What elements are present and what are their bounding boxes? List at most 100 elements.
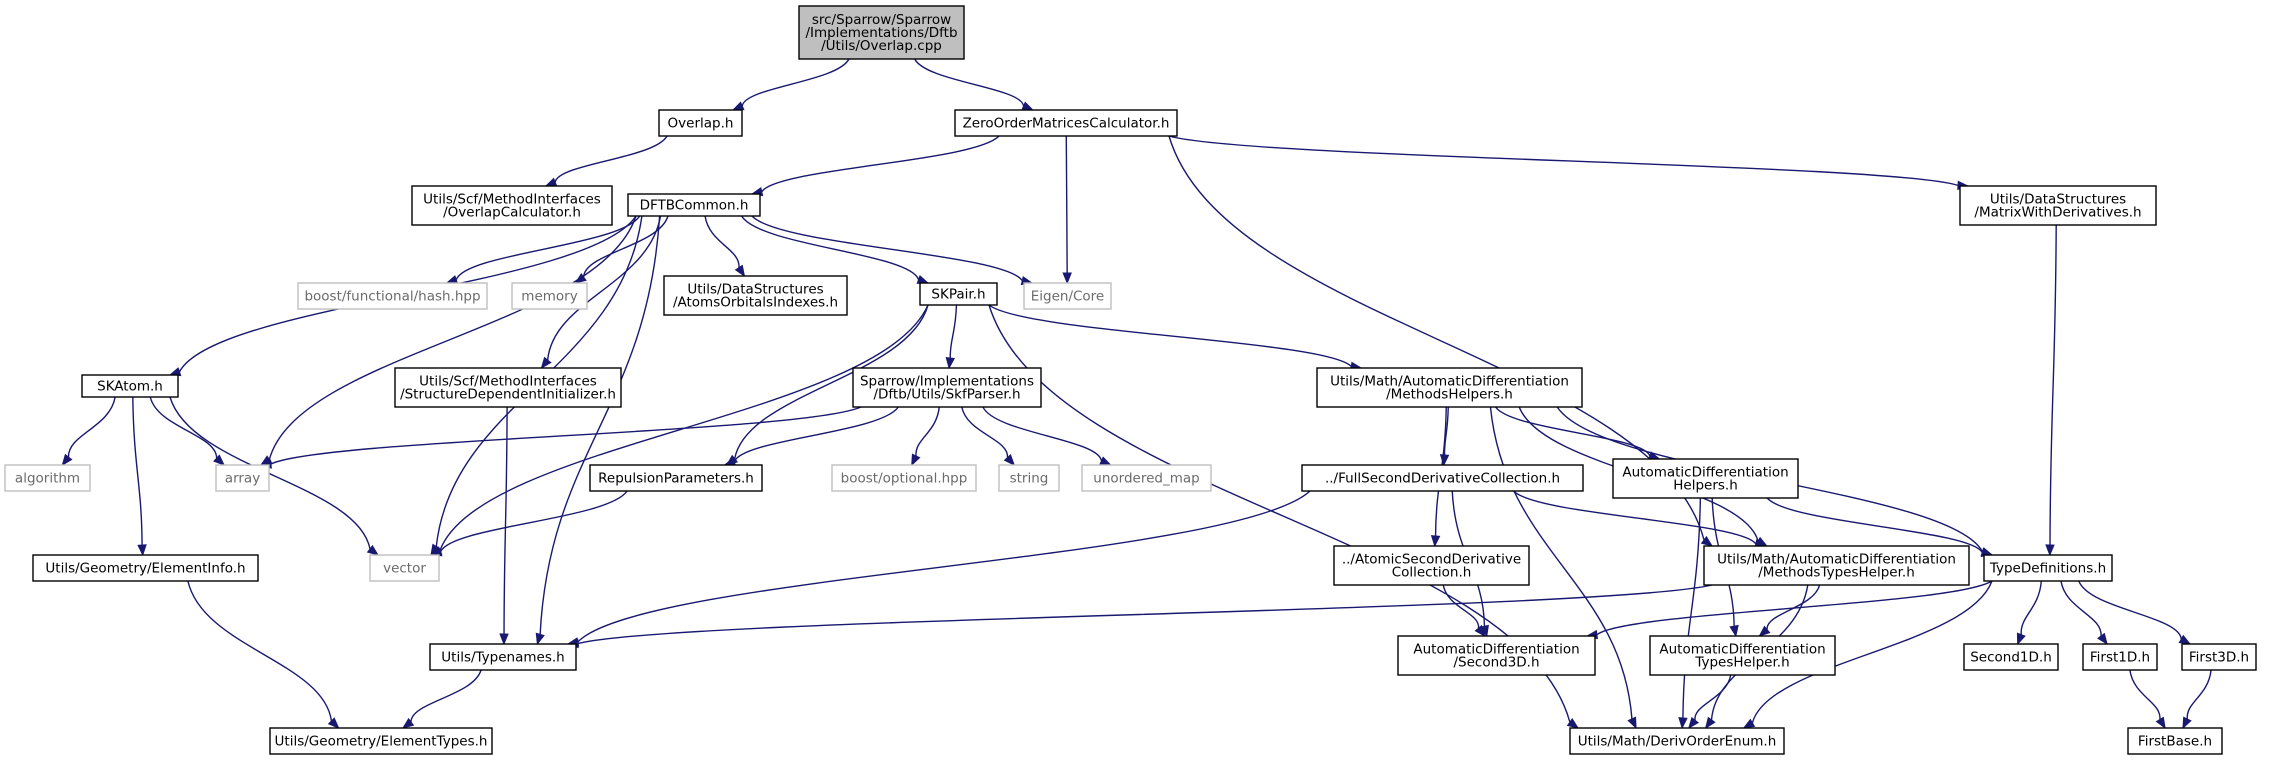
header-node[interactable]: Sparrow/Implementations/Dftb/Utils/SkfPa… xyxy=(852,367,1042,408)
node-label: AutomaticDifferentiation xyxy=(1659,642,1825,658)
edge-line xyxy=(268,215,637,460)
include-edge xyxy=(1678,497,1702,730)
header-node[interactable]: Utils/Math/DerivOrderEnum.h xyxy=(1569,727,1785,755)
edge-line xyxy=(410,669,482,723)
edge-line xyxy=(1065,135,1068,274)
header-node[interactable]: Utils/DataStructures/AtomsOrbitalsIndexe… xyxy=(663,275,848,316)
root-node[interactable]: src/Sparrow/Sparrow/Implementations/Dftb… xyxy=(798,5,965,60)
header-node[interactable]: DFTBCommon.h xyxy=(627,193,761,217)
arrowhead xyxy=(1729,624,1739,638)
header-node[interactable]: First1D.h xyxy=(2082,643,2158,671)
node-box xyxy=(589,464,763,492)
node-box xyxy=(4,464,91,492)
header-node[interactable]: Utils/Geometry/ElementTypes.h xyxy=(269,727,493,755)
node-box xyxy=(369,554,440,582)
node-label: /Dftb/Utils/SkfParser.h xyxy=(873,387,1020,403)
external-header-node: array xyxy=(215,464,270,492)
edge-line xyxy=(914,58,1025,107)
node-label: TypesHelper.h xyxy=(1694,655,1789,671)
arrowhead xyxy=(945,357,955,370)
header-node[interactable]: Utils/Geometry/ElementInfo.h xyxy=(32,554,259,582)
include-edge xyxy=(445,215,641,285)
node-label: Utils/Geometry/ElementTypes.h xyxy=(275,734,488,750)
include-edge xyxy=(911,406,940,467)
edge-line xyxy=(2186,669,2212,720)
edges-layer xyxy=(61,58,2212,730)
edge-line xyxy=(949,304,958,359)
include-edge xyxy=(2182,669,2212,730)
arrowhead xyxy=(366,544,380,556)
node-box xyxy=(658,109,743,137)
external-header-node: vector xyxy=(369,554,440,582)
node-label: First3D.h xyxy=(2189,650,2249,666)
header-node[interactable]: Utils/Scf/MethodInterfaces/StructureDepe… xyxy=(394,367,622,408)
node-label: Helpers.h xyxy=(1673,478,1738,494)
include-edge xyxy=(535,215,661,646)
header-node[interactable]: ZeroOrderMatricesCalculator.h xyxy=(954,109,1178,137)
node-box xyxy=(1397,635,1596,676)
node-box xyxy=(852,367,1042,408)
edge-line xyxy=(751,215,1023,282)
arrowhead xyxy=(327,717,340,729)
header-node[interactable]: TypeDefinitions.h xyxy=(1983,554,2113,582)
node-label: ZeroOrderMatricesCalculator.h xyxy=(963,116,1170,132)
header-node[interactable]: Utils/Math/AutomaticDifferentiation/Meth… xyxy=(1703,545,1970,586)
arrowhead xyxy=(61,453,73,467)
edge-line xyxy=(961,406,1009,458)
edge-line xyxy=(2078,580,2182,640)
node-label: AutomaticDifferentiation xyxy=(1622,465,1788,481)
node-box xyxy=(2127,727,2223,755)
include-edge xyxy=(1742,580,1993,729)
arrowhead xyxy=(2045,544,2055,557)
header-node[interactable]: Utils/Typenames.h xyxy=(429,643,577,671)
node-box xyxy=(663,275,848,316)
header-node[interactable]: Second1D.h xyxy=(1963,643,2059,671)
edge-line xyxy=(582,215,669,278)
header-node[interactable]: SKPair.h xyxy=(919,282,998,306)
edge-line xyxy=(1168,135,1959,187)
header-node[interactable]: Overlap.h xyxy=(658,109,743,137)
edge-line xyxy=(704,215,740,268)
arrowhead xyxy=(1099,456,1112,466)
edge-line xyxy=(439,490,628,553)
header-node[interactable]: Utils/DataStructures/MatrixWithDerivativ… xyxy=(1959,185,2157,226)
edge-line xyxy=(1442,584,1480,629)
node-box xyxy=(2181,643,2257,671)
header-node[interactable]: FirstBase.h xyxy=(2127,727,2223,755)
include-edge xyxy=(401,669,482,729)
header-node[interactable]: Utils/Math/AutomaticDifferentiation/Meth… xyxy=(1316,367,1583,408)
node-label: algorithm xyxy=(15,471,80,487)
edge-line xyxy=(1766,497,1983,553)
node-box xyxy=(1963,643,2059,671)
node-box xyxy=(269,727,493,755)
node-box xyxy=(1023,282,1112,310)
arrowhead xyxy=(1430,535,1441,548)
node-label: array xyxy=(225,471,260,487)
header-node[interactable]: Utils/Scf/MethodInterfaces/OverlapCalcul… xyxy=(411,185,613,226)
header-node[interactable]: AutomaticDifferentiation/Second3D.h xyxy=(1397,635,1596,676)
include-edge xyxy=(429,490,628,557)
edge-line xyxy=(169,396,371,550)
node-label: memory xyxy=(521,289,577,305)
edge-line xyxy=(1682,497,1702,719)
node-box xyxy=(1569,727,1785,755)
edge-line xyxy=(741,58,850,107)
header-node[interactable]: RepulsionParameters.h xyxy=(589,464,763,492)
node-label: boost/functional/hash.hpp xyxy=(304,289,480,305)
include-edge xyxy=(914,58,1035,111)
header-node[interactable]: ../FullSecondDerivativeCollection.h xyxy=(1301,464,1584,492)
arrowhead xyxy=(499,633,509,646)
header-node[interactable]: First3D.h xyxy=(2181,643,2257,671)
include-edge xyxy=(1758,584,1821,637)
arrowhead xyxy=(1021,101,1035,111)
header-node[interactable]: SKAtom.h xyxy=(81,374,179,398)
include-edge xyxy=(149,396,225,466)
node-label: Utils/Math/AutomaticDifferentiation xyxy=(1330,374,1569,390)
node-box xyxy=(1301,464,1584,492)
arrowhead xyxy=(2178,634,2192,645)
node-label: src/Sparrow/Sparrow xyxy=(812,12,951,28)
edge-line xyxy=(2020,580,2043,635)
